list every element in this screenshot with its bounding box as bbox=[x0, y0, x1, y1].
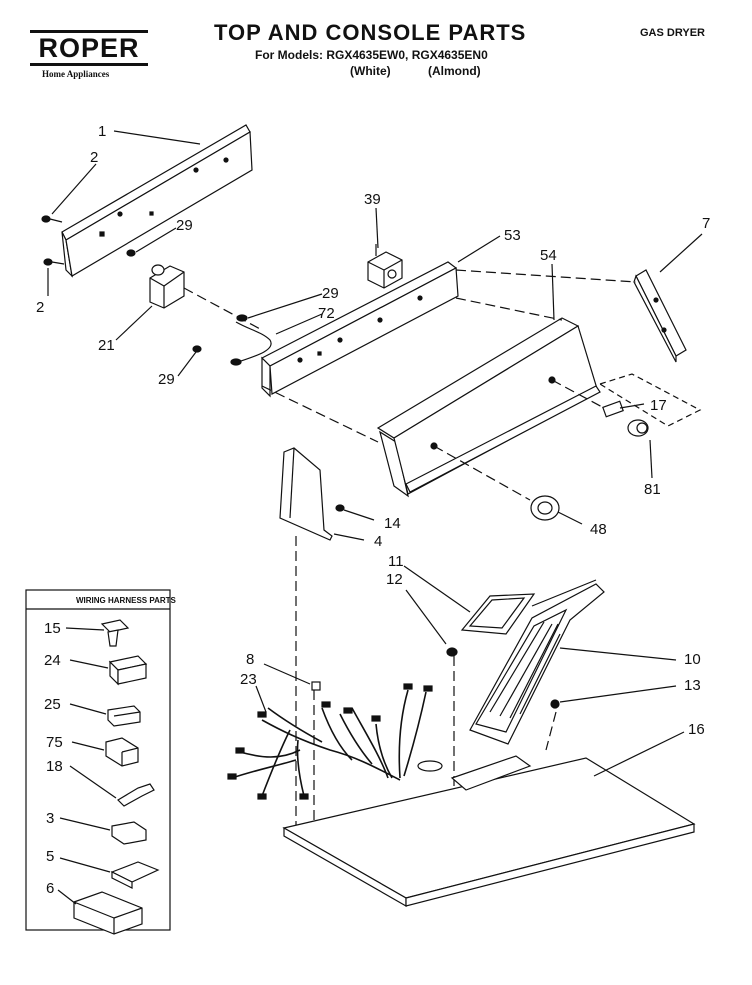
brand-subtitle: Home Appliances bbox=[42, 69, 110, 79]
callout-29-top: 29 bbox=[176, 217, 193, 234]
part-29-screw-lower bbox=[192, 345, 202, 353]
callout-5: 5 bbox=[46, 848, 54, 865]
part-72-wire bbox=[235, 321, 272, 363]
part-17-81-group-box bbox=[598, 373, 702, 427]
harness-connectors bbox=[227, 683, 433, 800]
color-almond: (Almond) bbox=[428, 64, 481, 78]
part-14-screw bbox=[335, 504, 345, 512]
callout-24: 24 bbox=[44, 652, 61, 669]
part-10-lint-housing bbox=[469, 579, 605, 745]
color-white: (White) bbox=[350, 64, 391, 78]
callout-10: 10 bbox=[684, 651, 701, 668]
harness-part-25 bbox=[107, 705, 141, 727]
callout-29-low: 29 bbox=[158, 371, 175, 388]
callout-13: 13 bbox=[684, 677, 701, 694]
assembly-guide-lines bbox=[183, 269, 637, 848]
callout-4: 4 bbox=[374, 533, 382, 550]
harness-part-24 bbox=[108, 655, 148, 686]
harness-part-5 bbox=[110, 861, 160, 889]
callout-18: 18 bbox=[46, 758, 63, 775]
part-53-console-bracket bbox=[260, 261, 459, 398]
harness-box-title: WIRING HARNESS PARTS bbox=[76, 596, 177, 605]
part-4-bracket bbox=[279, 447, 333, 541]
part-17-knob-insert bbox=[602, 400, 624, 418]
harness-part-18 bbox=[117, 783, 155, 807]
brand-name: ROPER bbox=[30, 30, 148, 66]
callout-2-bottom: 2 bbox=[36, 299, 44, 316]
harness-part-3 bbox=[111, 821, 147, 845]
callout-7: 7 bbox=[702, 215, 710, 232]
callout-16: 16 bbox=[688, 721, 705, 738]
harness-part-15 bbox=[100, 619, 130, 647]
part-21-timer bbox=[149, 264, 185, 309]
harness-part-6 bbox=[73, 891, 143, 935]
part-16-top-panel bbox=[282, 755, 696, 908]
part-48-knob bbox=[530, 495, 560, 521]
part-7-end-cap bbox=[633, 269, 687, 363]
part-81-knob bbox=[627, 419, 649, 437]
page-header: ROPER Home Appliances TOP AND CONSOLE PA… bbox=[0, 0, 752, 90]
callout-48: 48 bbox=[590, 521, 607, 538]
callout-25: 25 bbox=[44, 696, 61, 713]
callout-21: 21 bbox=[98, 337, 115, 354]
callout-72: 72 bbox=[318, 305, 335, 322]
part-1-rear-panel bbox=[61, 124, 253, 278]
part-8-clip bbox=[311, 681, 321, 691]
page-title: TOP AND CONSOLE PARTS bbox=[214, 20, 527, 45]
callout-1: 1 bbox=[98, 123, 106, 140]
part-11-filter-cover bbox=[460, 593, 536, 635]
callout-53: 53 bbox=[504, 227, 521, 244]
callout-14: 14 bbox=[384, 515, 401, 532]
leader-lines bbox=[47, 130, 703, 905]
harness-part-75 bbox=[105, 737, 139, 767]
model-numbers: For Models: RGX4635EW0, RGX4635EN0 bbox=[255, 48, 488, 62]
roper-logo: ROPER Home Appliances bbox=[30, 30, 148, 79]
callout-54: 54 bbox=[540, 247, 557, 264]
callout-12: 12 bbox=[386, 571, 403, 588]
callout-8: 8 bbox=[246, 651, 254, 668]
part-12-screw bbox=[446, 647, 458, 657]
callout-2-top: 2 bbox=[90, 149, 98, 166]
model-colors: (White) (Almond) bbox=[350, 64, 515, 78]
callout-15: 15 bbox=[44, 620, 61, 637]
part-2-screws bbox=[41, 215, 65, 266]
part-29-screw bbox=[126, 249, 136, 257]
part-54-console bbox=[376, 317, 601, 498]
part-23-wire-harness bbox=[231, 689, 427, 797]
callout-11: 11 bbox=[388, 553, 404, 570]
callout-29-mid: 29 bbox=[322, 285, 339, 302]
callout-75: 75 bbox=[46, 734, 63, 751]
callout-39: 39 bbox=[364, 191, 381, 208]
callout-81: 81 bbox=[644, 481, 661, 498]
callout-3: 3 bbox=[46, 810, 54, 827]
callout-labels: 1 2 2 29 21 29 72 29 39 53 54 7 17 81 48… bbox=[36, 123, 710, 897]
callout-17: 17 bbox=[650, 397, 667, 414]
part-13-screw bbox=[550, 699, 560, 709]
callout-6: 6 bbox=[46, 880, 54, 897]
part-39-switch bbox=[367, 244, 403, 289]
callout-23: 23 bbox=[240, 671, 257, 688]
product-type: GAS DRYER bbox=[640, 27, 705, 39]
